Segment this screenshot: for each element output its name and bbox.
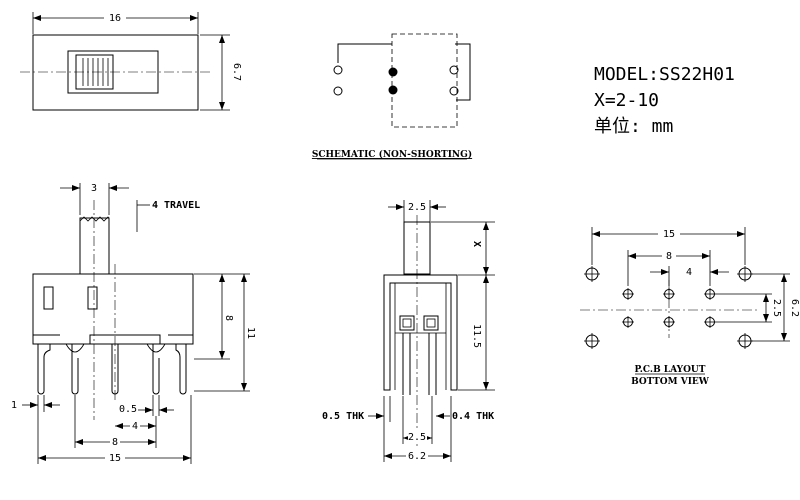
pcb-caption: P.C.B LAYOUT xyxy=(635,365,706,375)
schematic: SCHEMATIC (NON-SHORTING) xyxy=(312,33,472,160)
pin-gap-dim: 0.5 xyxy=(119,404,137,415)
pcb-pitch-dim: 8 xyxy=(666,251,672,262)
front-pins xyxy=(37,343,187,395)
side-body xyxy=(383,274,458,391)
side-view: 2.5 X 11.5 0.5 THK 0.4 THK xyxy=(322,200,495,462)
top-height-dim: 6.7 xyxy=(231,63,242,81)
pin-width-dim: 1 xyxy=(11,400,17,411)
side-actuator-dim: 2.5 xyxy=(408,202,426,213)
left-thk: 0.5 THK xyxy=(322,411,364,422)
model-line: MODEL:SS22H01 xyxy=(594,64,735,85)
x-range-line: X=2-10 xyxy=(594,90,659,111)
pcb-layout: 15 8 4 xyxy=(580,227,800,387)
top-view: 16 6.7 xyxy=(20,10,242,111)
pcb-row-dim: 2.5 xyxy=(771,299,782,317)
front-body xyxy=(32,273,194,345)
side-overall-dim: 6.2 xyxy=(408,451,426,462)
slider-knob xyxy=(75,54,114,90)
total-height-dim: 11 xyxy=(245,327,256,339)
x-dim: X xyxy=(471,241,482,247)
pcb-width-dim: 15 xyxy=(663,229,675,240)
pcb-caption-2: BOTTOM VIEW xyxy=(631,377,710,387)
pcb-outer-dim: 6.2 xyxy=(789,299,800,317)
overall-width-dim: 15 xyxy=(109,453,121,464)
model-info: MODEL:SS22H01 X=2-10 单位: mm xyxy=(594,64,735,137)
schematic-caption: SCHEMATIC (NON-SHORTING) xyxy=(312,149,472,160)
pitch-dim: 8 xyxy=(112,437,118,448)
slider-slot xyxy=(67,50,159,94)
half-pitch-dim: 4 xyxy=(132,421,138,432)
unit-line: 单位: mm xyxy=(594,116,673,137)
pin-span-dim: 2.5 xyxy=(408,432,426,443)
knob-ridges xyxy=(82,58,109,86)
pcb-half-pitch-dim: 4 xyxy=(686,267,692,278)
actuator-width-dim: 3 xyxy=(91,183,97,194)
top-width-dim: 16 xyxy=(109,13,121,24)
travel-label: 4 TRAVEL xyxy=(152,200,200,211)
pcb-pin-holes xyxy=(622,288,716,328)
front-view: 3 4 TRAVEL 8 1 xyxy=(11,183,256,464)
right-thk: 0.4 THK xyxy=(452,411,494,422)
top-body xyxy=(32,34,199,111)
body-height-dim: 8 xyxy=(223,315,234,321)
side-height-dim: 11.5 xyxy=(471,324,482,348)
